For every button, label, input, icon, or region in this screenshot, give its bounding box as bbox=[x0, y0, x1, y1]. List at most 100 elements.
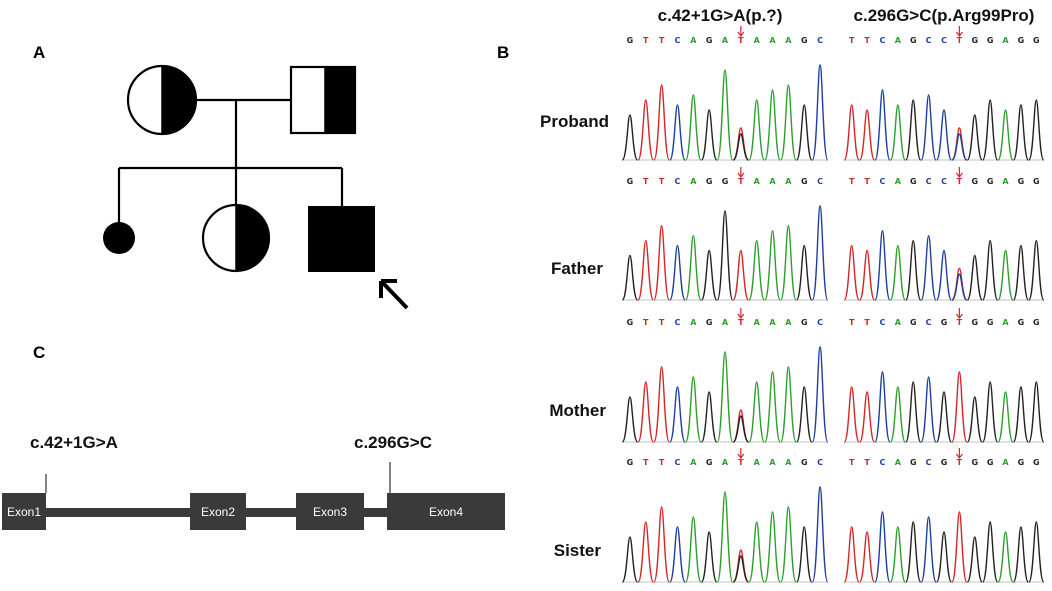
peak-C bbox=[920, 94, 937, 161]
peak-G bbox=[732, 415, 749, 443]
base-letter: G bbox=[987, 177, 994, 186]
variant-arrow-icon bbox=[737, 308, 745, 319]
peak-G bbox=[1028, 521, 1045, 583]
base-letter: T bbox=[864, 36, 870, 45]
base-letter: G bbox=[706, 36, 713, 45]
base-letter: A bbox=[895, 177, 902, 186]
gene-diagram: c.42+1G>A c.296G>C Exon1 Exon2 Exon3 Exo… bbox=[2, 433, 505, 530]
peak-A bbox=[685, 516, 702, 583]
base-letter: A bbox=[769, 318, 776, 327]
base-letter: T bbox=[957, 36, 963, 45]
exon-2-box bbox=[190, 493, 246, 530]
pedigree-mother bbox=[126, 64, 198, 136]
peak-T bbox=[637, 239, 655, 301]
peak-T bbox=[859, 249, 876, 301]
peak-A bbox=[997, 391, 1014, 443]
base-letter: T bbox=[643, 36, 649, 45]
exon-4-label: Exon4 bbox=[429, 505, 463, 519]
base-letter: A bbox=[895, 458, 902, 467]
peak-A bbox=[748, 381, 765, 443]
peak-G bbox=[982, 521, 999, 583]
base-letter: C bbox=[675, 458, 681, 467]
base-letter: G bbox=[1018, 36, 1025, 45]
peak-G bbox=[1012, 526, 1029, 583]
base-letter: T bbox=[864, 177, 870, 186]
pedigree-proband bbox=[308, 206, 375, 272]
peak-G bbox=[1028, 99, 1045, 161]
peak-G bbox=[700, 109, 718, 161]
peak-G bbox=[905, 239, 922, 301]
base-letter: C bbox=[675, 318, 681, 327]
base-letter: T bbox=[643, 177, 649, 186]
peak-A bbox=[997, 249, 1014, 301]
base-letter: G bbox=[910, 177, 917, 186]
peak-C bbox=[811, 64, 829, 161]
peak-C bbox=[669, 244, 686, 301]
base-letter: G bbox=[941, 458, 948, 467]
base-letter: C bbox=[926, 458, 932, 467]
peak-G bbox=[982, 381, 999, 443]
exon-2-label: Exon2 bbox=[201, 505, 235, 519]
peak-A bbox=[780, 84, 797, 161]
peak-A bbox=[716, 69, 734, 161]
base-letter: C bbox=[817, 318, 823, 327]
exon-3-label: Exon3 bbox=[313, 505, 347, 519]
peak-G bbox=[1028, 239, 1045, 301]
base-letter: A bbox=[785, 318, 792, 327]
peak-T bbox=[843, 386, 860, 443]
peak-T bbox=[637, 521, 655, 583]
peak-G bbox=[982, 99, 999, 161]
pedigree-sister bbox=[201, 203, 271, 273]
base-letter: G bbox=[1033, 318, 1040, 327]
variant-arrow-icon bbox=[955, 167, 963, 178]
peak-T bbox=[732, 249, 750, 301]
row-label-proband: Proband bbox=[540, 112, 609, 131]
peak-T bbox=[951, 371, 968, 443]
peak-C bbox=[951, 133, 968, 161]
peak-T bbox=[637, 99, 655, 161]
base-letter: G bbox=[706, 177, 713, 186]
peak-A bbox=[716, 351, 734, 443]
base-letter: A bbox=[1002, 318, 1009, 327]
peak-G bbox=[966, 396, 983, 443]
variant-arrow-icon bbox=[955, 26, 963, 37]
peak-C bbox=[811, 486, 829, 583]
peak-G bbox=[935, 531, 953, 583]
base-letter: A bbox=[769, 458, 776, 467]
peak-C bbox=[935, 109, 953, 161]
peak-G bbox=[966, 254, 983, 301]
base-letter: T bbox=[659, 177, 665, 186]
base-letter: T bbox=[957, 458, 963, 467]
row-label-sister: Sister bbox=[554, 541, 602, 560]
base-letter: C bbox=[941, 36, 947, 45]
peak-A bbox=[748, 239, 765, 301]
base-letter: A bbox=[895, 318, 902, 327]
base-letter: G bbox=[627, 458, 634, 467]
peak-A bbox=[889, 104, 906, 161]
peak-G bbox=[700, 531, 718, 583]
base-letter: C bbox=[817, 458, 823, 467]
base-letter: G bbox=[987, 36, 994, 45]
peak-C bbox=[920, 516, 937, 583]
base-letter: A bbox=[1002, 458, 1009, 467]
variant-arrow-icon bbox=[737, 26, 745, 37]
peak-G bbox=[1028, 381, 1045, 443]
base-letter: G bbox=[910, 458, 917, 467]
base-letter: A bbox=[769, 36, 776, 45]
peak-G bbox=[905, 521, 922, 583]
base-letter: C bbox=[675, 36, 681, 45]
peak-A bbox=[997, 531, 1014, 583]
base-letter: C bbox=[880, 36, 886, 45]
peak-G bbox=[1012, 386, 1029, 443]
base-letter: T bbox=[849, 177, 855, 186]
peak-T bbox=[653, 84, 670, 161]
base-letter: A bbox=[769, 177, 776, 186]
base-letter: G bbox=[801, 318, 808, 327]
base-letter: C bbox=[817, 36, 823, 45]
peak-C bbox=[951, 273, 968, 301]
peak-T bbox=[859, 391, 876, 443]
